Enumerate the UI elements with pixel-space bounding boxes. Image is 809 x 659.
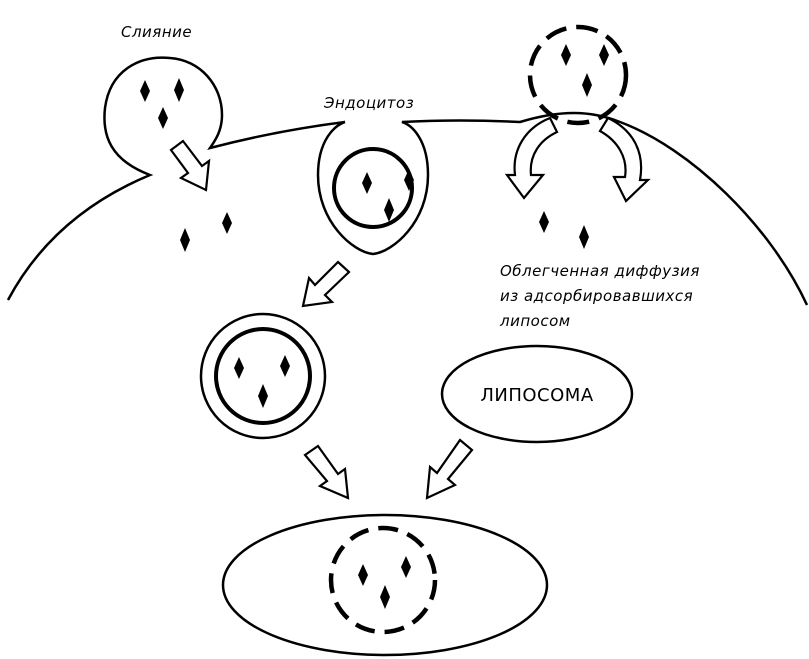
drug-molecule <box>222 212 232 234</box>
drug-molecule <box>140 80 150 102</box>
drug-molecule <box>174 78 184 102</box>
endocytosis-arrow <box>303 262 349 306</box>
liposome-to-lysosome-arrow <box>427 440 472 498</box>
endocytosis-label: Эндоцитоз <box>323 94 414 112</box>
liposome-label: ЛИПОСОМА <box>480 385 593 406</box>
drug-molecule <box>362 172 372 194</box>
endosome-outer-ring <box>201 314 325 438</box>
endosome-inner-ring <box>216 329 310 423</box>
endocytic-vesicle <box>334 149 412 227</box>
diffusion-label-line3: липосом <box>499 312 571 330</box>
endosome-to-lysosome-arrow <box>305 446 348 498</box>
diffusion-label-line2: из адсорбировавшихся <box>500 287 693 305</box>
drug-molecule <box>582 73 592 97</box>
adsorbed-liposome <box>530 27 626 123</box>
drug-molecule <box>539 211 549 233</box>
drug-molecule <box>158 107 168 129</box>
diffusion-label-line1: Облегченная диффузия <box>500 262 700 280</box>
lysosome-liposome <box>331 528 435 632</box>
drug-molecule <box>180 228 190 252</box>
drug-molecule <box>384 198 394 222</box>
fusion-arrow <box>171 141 209 190</box>
diffusion-arrow-left <box>507 118 557 198</box>
drug-molecule <box>358 564 368 586</box>
drug-molecule <box>579 225 589 249</box>
drug-molecule <box>561 44 571 66</box>
drug-molecule <box>401 556 411 578</box>
drug-molecule <box>234 357 244 379</box>
drug-molecule <box>258 384 268 408</box>
drug-molecule <box>380 585 390 609</box>
drug-molecule <box>599 44 609 66</box>
fusion-label: Слияние <box>121 23 192 41</box>
drug-molecule <box>280 355 290 377</box>
